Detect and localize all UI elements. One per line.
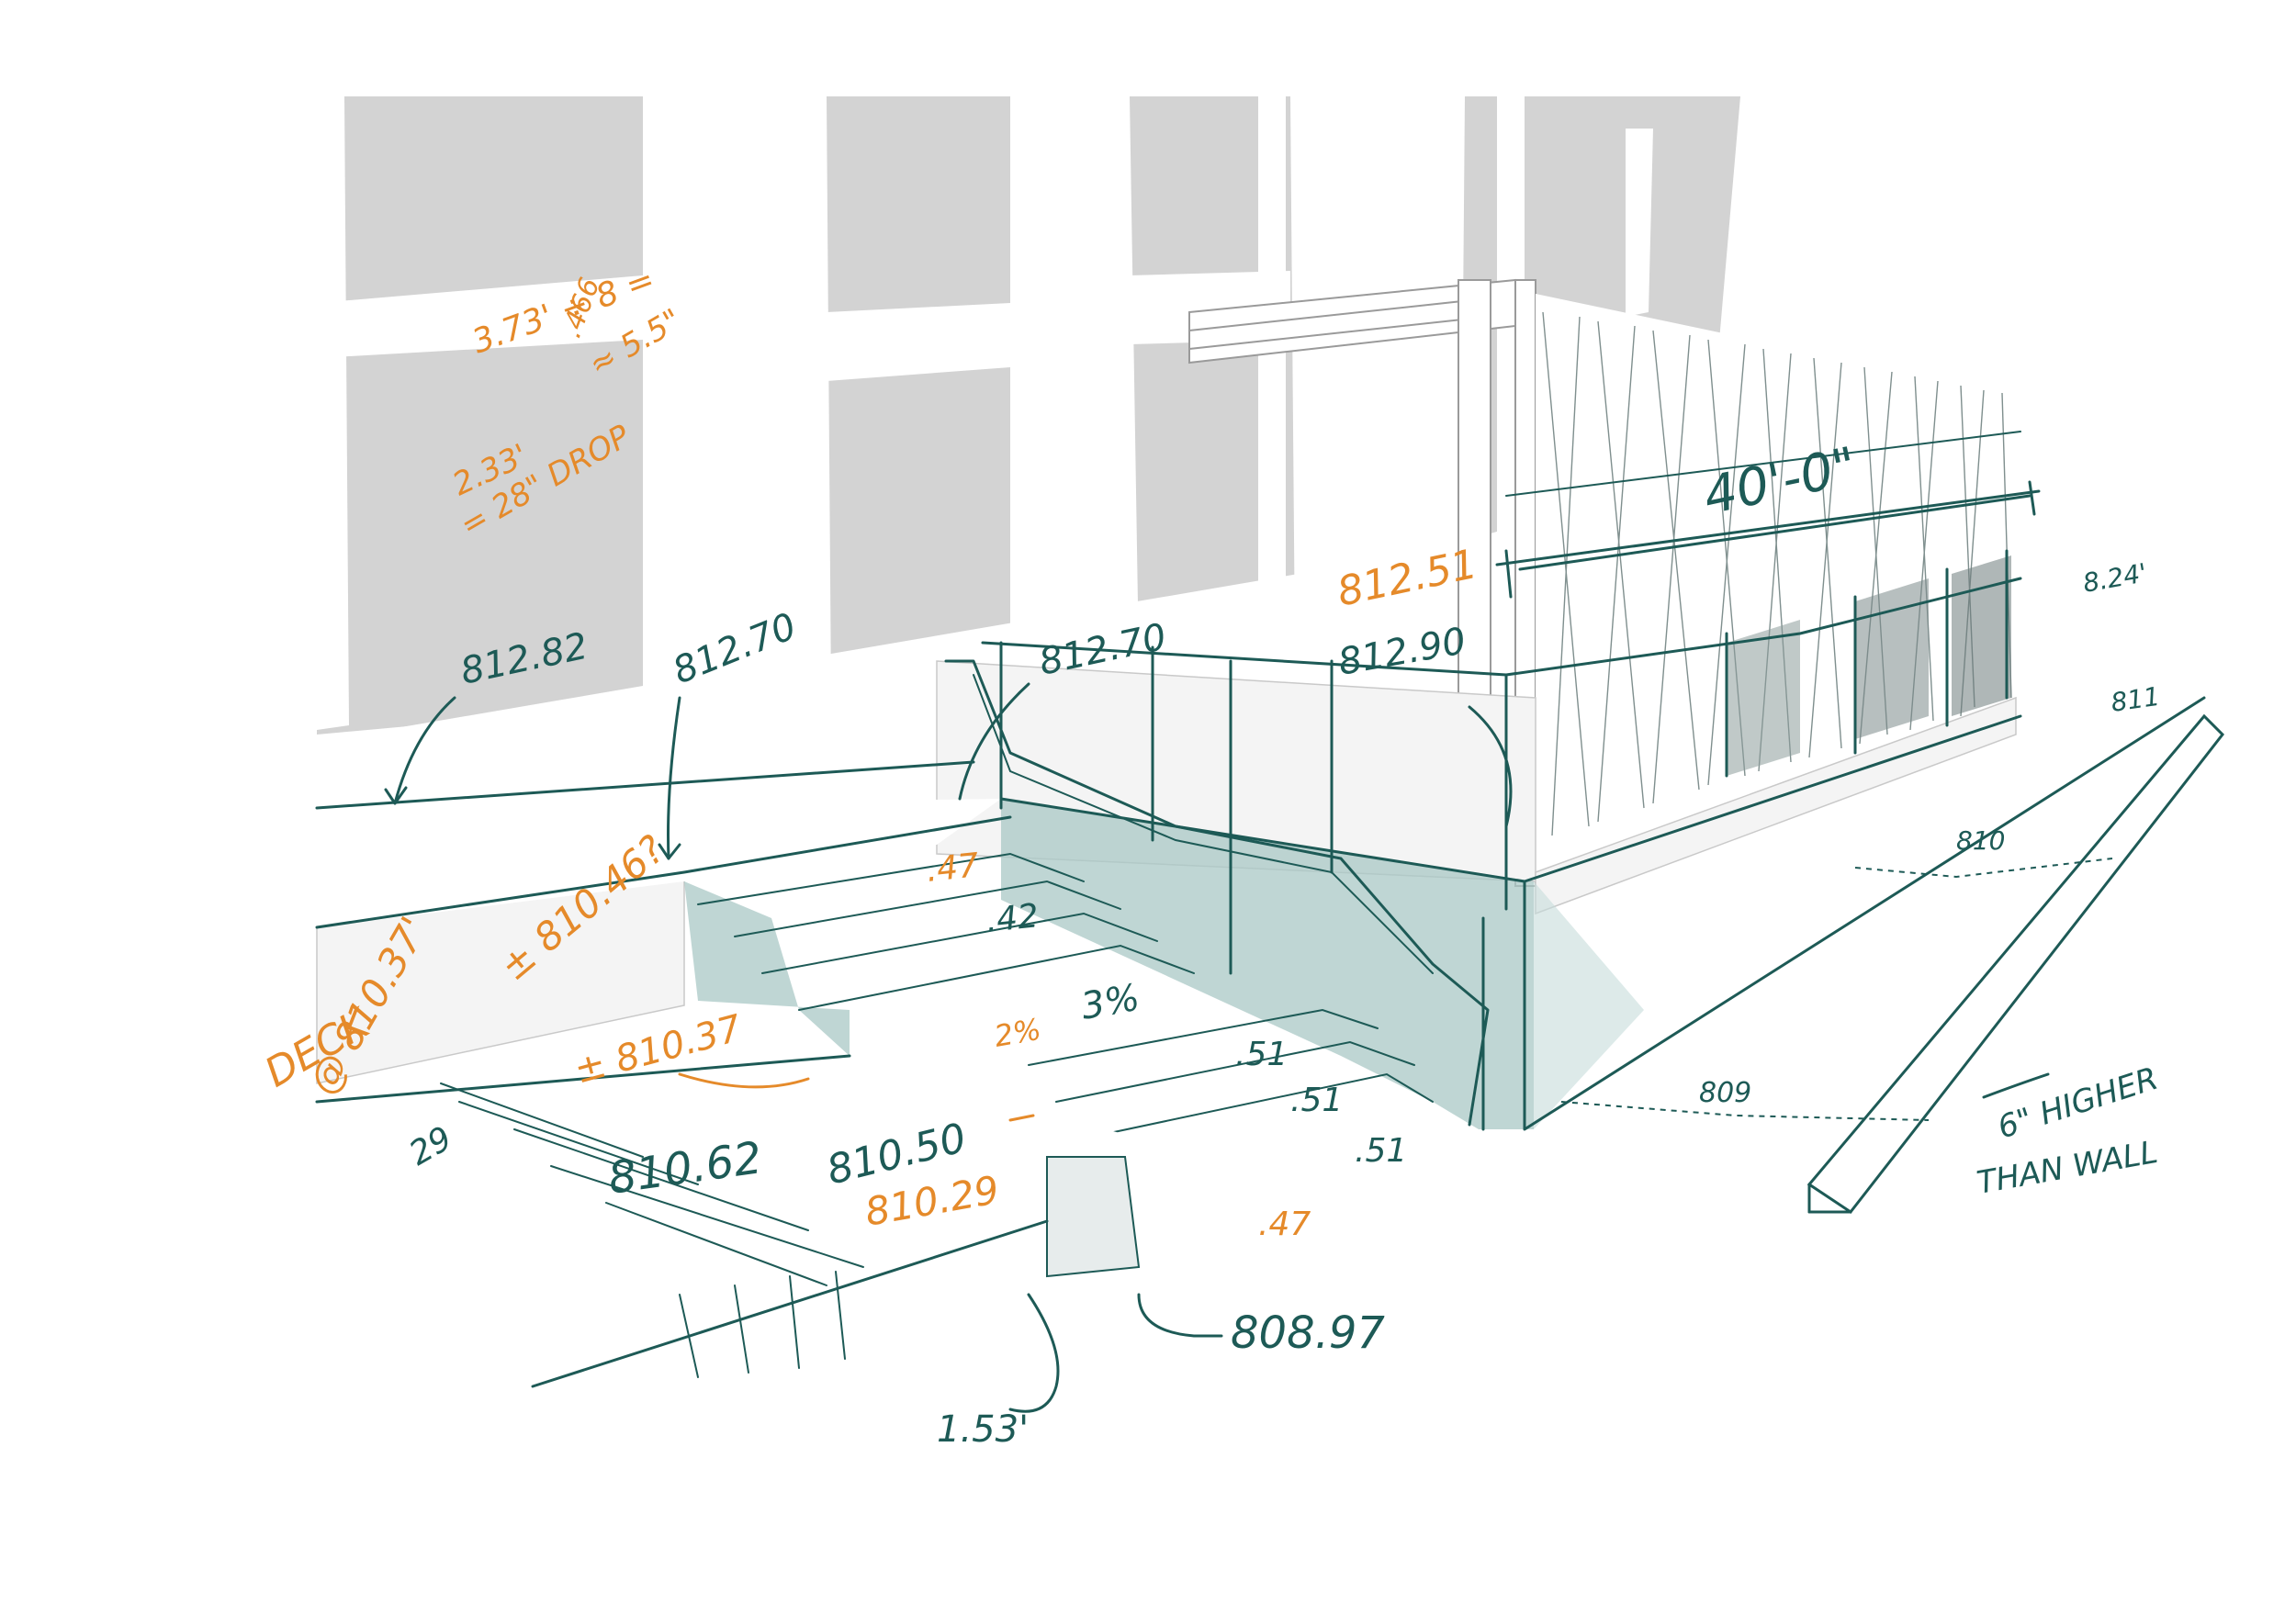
label-809: 809 (1699, 1077, 1751, 1109)
step-51-b: .51 (1290, 1082, 1343, 1119)
elev-808-97: 808.97 (1231, 1307, 1385, 1359)
step-51-c: .51 (1355, 1132, 1407, 1170)
dim-8-24: 8.24' (2080, 557, 2149, 599)
lower-stair-treads (1028, 1008, 1434, 1139)
step-51-a: .51 (1235, 1036, 1288, 1073)
ink-linework (315, 431, 2224, 1388)
stair-assembly (317, 799, 1644, 1386)
slope-3pct: 3% (1078, 977, 1142, 1028)
step-42: .42 (985, 897, 1041, 940)
slope-2pct: 2% (992, 1012, 1044, 1054)
label-810: 810 (1956, 825, 2005, 856)
step-47-bottom: .47 (1258, 1206, 1311, 1243)
dim-1-53: 1.53' (937, 1408, 1029, 1451)
pavilion-structure (936, 278, 2017, 915)
leader-arrows (384, 682, 2050, 1413)
upper-stair-treads (697, 852, 1195, 1011)
plaza-and-deck (316, 799, 1001, 1084)
step-47-top: .47 (925, 847, 981, 890)
label-811: 811 (2109, 681, 2162, 718)
